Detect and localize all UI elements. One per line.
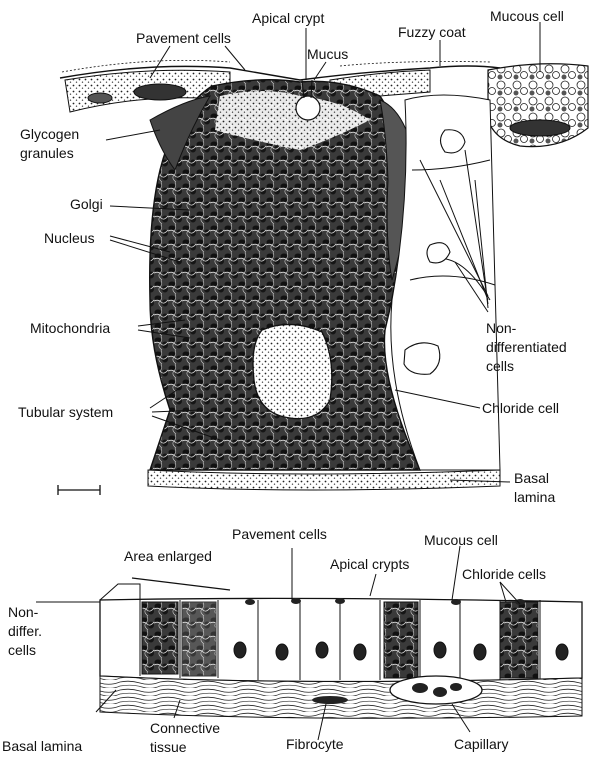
chloride-cell-nucleus [253, 324, 332, 418]
label-connective-tissue-line1: Connective [150, 720, 220, 737]
label-mucus: Mucus [307, 46, 348, 63]
lower-chloride-cell-1 [142, 602, 178, 674]
label-pavement-cells: Pavement cells [136, 30, 231, 47]
label-fuzzy-coat: Fuzzy coat [398, 24, 466, 41]
label-non-differentiated-line1: Non- [486, 320, 516, 337]
label-chloride-cell: Chloride cell [482, 400, 559, 417]
label-nucleus: Nucleus [44, 230, 95, 247]
label-basal-lamina-line2: lamina [514, 489, 555, 506]
label-apical-crypts: Apical crypts [330, 556, 409, 573]
non-diff-nucleus-3 [404, 343, 440, 374]
label-mitochondria: Mitochondria [30, 320, 110, 337]
label-non-differ-line3: cells [8, 642, 36, 659]
pavement-nucleus [134, 84, 186, 100]
label-connective-tissue-line2: tissue [150, 739, 187, 756]
upper-detail-drawing [58, 22, 588, 495]
label-non-differentiated-line3: cells [486, 358, 514, 375]
lower-chloride-cell-2 [182, 602, 216, 676]
label-lower-mucous-cell: Mucous cell [424, 532, 498, 549]
label-non-differ-line2: differ. [8, 623, 42, 640]
lower-chloride-cell-4 [500, 602, 538, 678]
label-apical-crypt: Apical crypt [252, 10, 324, 27]
lower-chloride-cell-3 [384, 602, 418, 678]
apical-crypt [296, 96, 320, 120]
label-lower-pavement-cells: Pavement cells [232, 526, 327, 543]
label-mucous-cell: Mucous cell [490, 8, 564, 25]
label-glycogen-granules-line2: granules [20, 145, 74, 162]
label-area-enlarged: Area enlarged [124, 548, 212, 565]
label-lower-basal-lamina: Basal lamina [2, 738, 82, 755]
area-enlarged-bracket [132, 578, 230, 590]
label-capillary: Capillary [454, 736, 508, 753]
label-glycogen-granules-line1: Glycogen [20, 126, 79, 143]
label-non-differentiated-line2: differentiated [486, 339, 567, 356]
scale-bar [58, 485, 100, 495]
label-non-differ-line1: Non- [8, 604, 38, 621]
label-fibrocyte: Fibrocyte [286, 736, 344, 753]
label-tubular-system: Tubular system [18, 404, 113, 421]
label-basal-lamina-line1: Basal [514, 470, 549, 487]
label-chloride-cells: Chloride cells [462, 566, 546, 583]
basal-lamina [148, 470, 500, 490]
fibrocyte [312, 696, 348, 704]
label-golgi: Golgi [70, 196, 103, 213]
